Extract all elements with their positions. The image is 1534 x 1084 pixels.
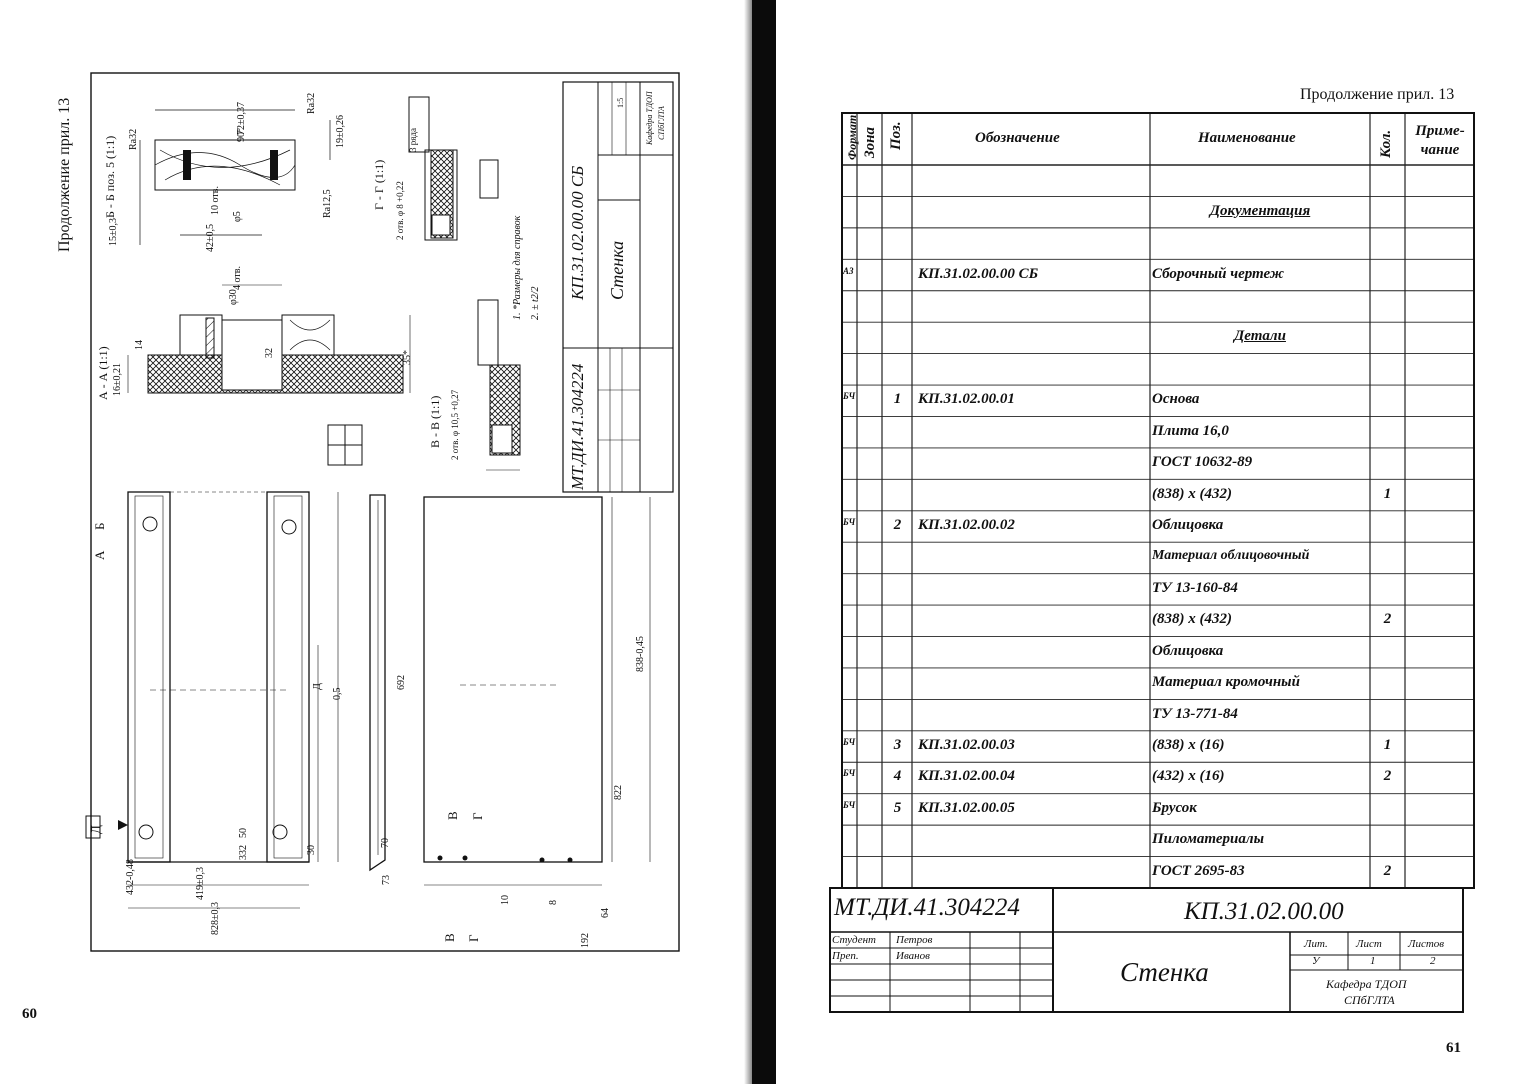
row-format: БЧ	[843, 737, 856, 748]
book-spine	[744, 0, 776, 1084]
row-position: 5	[893, 799, 902, 816]
dept-label: Кафедра ТДОП	[1326, 977, 1407, 991]
lit-label: Лит.	[1304, 938, 1328, 950]
sheet-value: 1	[1370, 955, 1376, 967]
hdr-format: Формат	[845, 114, 859, 160]
row-name: Брусок	[1152, 799, 1197, 816]
right-name: Стенка	[1120, 957, 1209, 987]
row-designation: КП.31.02.00.00 СБ	[918, 265, 1039, 282]
hdr-note: Приме-чание	[1415, 123, 1465, 158]
row-position: 1	[893, 391, 902, 408]
hdr-zone: Зона	[862, 127, 878, 158]
section-gg	[408, 96, 499, 241]
sheets-value: 2	[1430, 955, 1436, 967]
row-quantity: 1	[1383, 737, 1392, 754]
sheets-label: Листов	[1408, 938, 1445, 950]
row-name: Материал облицовочный	[1152, 548, 1310, 564]
running-head-right: Продолжение прил. 13	[1300, 86, 1455, 103]
left-title-block	[562, 81, 674, 493]
teacher-name: Иванов	[896, 950, 930, 962]
teacher-label: Преп.	[832, 950, 859, 962]
row-designation: КП.31.02.00.05	[918, 799, 1015, 816]
row-position: 3	[893, 737, 902, 754]
row-name: Плита 16,0	[1152, 422, 1229, 439]
row-format: БЧ	[843, 799, 856, 810]
right-drawing-code: КП.31.02.00.00	[1184, 898, 1344, 925]
section-aa	[127, 284, 411, 394]
row-format: БЧ	[843, 768, 856, 779]
row-name: (838) х (432)	[1152, 611, 1232, 628]
row-position: 2	[893, 517, 902, 533]
row-quantity: 1	[1383, 485, 1392, 502]
row-name: ГОСТ 2695-83	[1152, 862, 1245, 879]
row-name: Основа	[1152, 391, 1200, 408]
row-name: Пиломатериалы	[1152, 831, 1264, 848]
panel-view	[423, 496, 651, 886]
student-name: Петров	[896, 934, 933, 946]
row-name: Сборочный чертеж	[1152, 265, 1285, 282]
side-view-profile	[369, 494, 386, 872]
hdr-designation: Обозначение	[975, 130, 1060, 146]
row-designation: КП.31.02.00.03	[918, 737, 1015, 754]
page-number-left: 60	[22, 1006, 37, 1022]
hdr-pos: Поз.	[888, 121, 904, 150]
row-name: Облицовка	[1152, 642, 1224, 659]
row-designation: КП.31.02.00.01	[918, 391, 1015, 408]
row-name: Материал кромочный	[1152, 674, 1300, 691]
row-name: (838) х (432)	[1152, 485, 1232, 502]
row-quantity: 2	[1383, 862, 1392, 879]
row-format: БЧ	[843, 391, 856, 402]
right-doc-code: МТ.ДИ.41.304224	[834, 894, 1020, 921]
row-quantity: 2	[1383, 768, 1392, 785]
row-position: 4	[893, 768, 902, 785]
row-format: А3	[843, 265, 854, 276]
inst-label: СПбГЛТА	[1344, 993, 1395, 1007]
section-bb	[139, 109, 331, 245]
left-page: Продолжение прил. 13 60	[0, 0, 752, 1084]
row-name: ГОСТ 10632-89	[1152, 454, 1253, 471]
hdr-name: Наименование	[1198, 130, 1296, 146]
row-name: Облицовка	[1152, 517, 1224, 533]
page-number-right: 61	[1446, 1040, 1461, 1056]
row-name: ТУ 13-160-84	[1152, 579, 1238, 596]
row-designation: КП.31.02.00.02	[918, 517, 1015, 533]
row-name: ТУ 13-771-84	[1152, 705, 1238, 722]
row-format: БЧ	[843, 517, 856, 527]
row-name: (838) х (16)	[1152, 737, 1225, 754]
row-quantity: 2	[1383, 611, 1392, 628]
row-section-title: Документация	[1209, 202, 1311, 219]
student-label: Студент	[832, 934, 876, 946]
assembly-drawing	[85, 72, 680, 952]
lit-value: У	[1312, 955, 1320, 967]
row-name: (432) х (16)	[1152, 768, 1225, 785]
sheet-label: Лист	[1356, 938, 1382, 950]
row-section-title: Детали	[1234, 328, 1286, 345]
row-designation: КП.31.02.00.04	[918, 768, 1015, 785]
hdr-qty: Кол.	[1378, 129, 1394, 158]
section-vv	[477, 299, 521, 471]
